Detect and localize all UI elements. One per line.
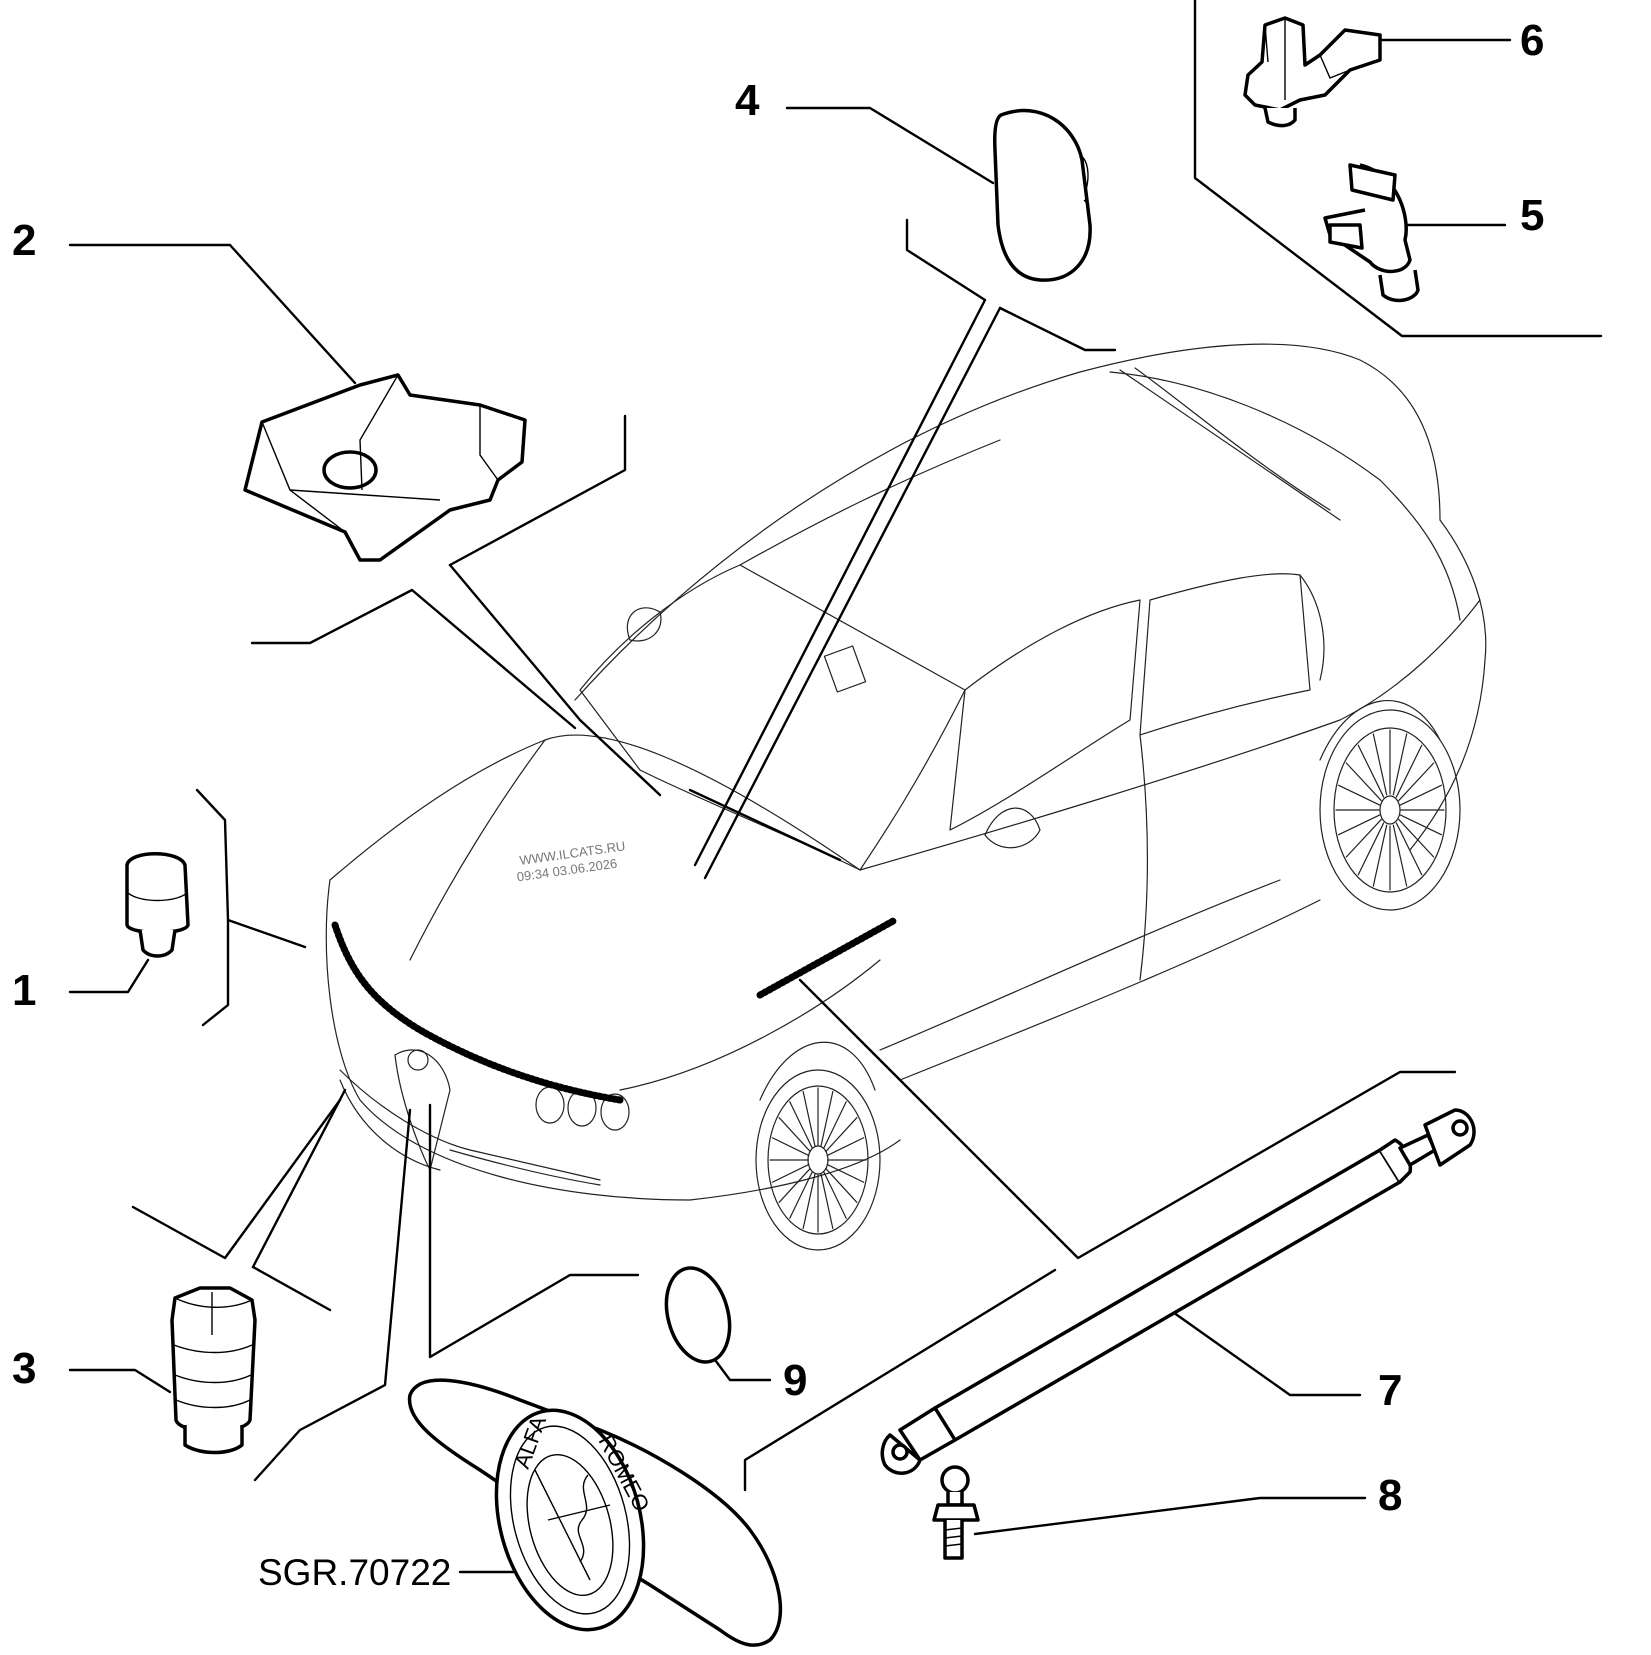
wheel-spoke <box>802 1090 816 1147</box>
wheel-spoke <box>778 1117 811 1153</box>
wheel-spoke <box>778 1167 811 1203</box>
callout-4: 4 <box>735 76 760 125</box>
part-7-gas-strut <box>880 1108 1476 1475</box>
wheel-spoke <box>1345 762 1382 802</box>
wheel-spoke <box>826 1137 865 1157</box>
callout-9: 9 <box>783 1356 807 1405</box>
wheel-spoke <box>1372 733 1388 796</box>
wheel-spoke <box>1392 824 1408 887</box>
wheel-spoke <box>1395 822 1423 876</box>
wheel-spoke <box>823 1101 847 1149</box>
leader-lines <box>68 0 1603 1574</box>
wheel-spoke <box>823 1171 847 1219</box>
callout-3: 3 <box>12 1344 36 1393</box>
wheel-spoke <box>789 1171 813 1219</box>
wheel-spoke <box>826 1163 865 1183</box>
wheel-spoke <box>1392 733 1408 796</box>
callout-8: 8 <box>1378 1471 1402 1520</box>
wheel-spoke <box>1398 818 1435 858</box>
wheel-spoke <box>789 1101 813 1149</box>
part-8-ball-stud <box>932 1465 980 1560</box>
wheel-spoke <box>820 1173 834 1230</box>
part-4-oval-plug <box>993 108 1092 282</box>
wheel-spoke <box>1357 744 1385 798</box>
callout-2: 2 <box>12 216 36 265</box>
wheel-spoke <box>1345 818 1382 858</box>
wheel-spoke <box>825 1117 858 1153</box>
wheel-spoke <box>1399 784 1442 806</box>
part-9-o-ring <box>664 1266 732 1364</box>
callout-7: 7 <box>1378 1366 1402 1415</box>
drawing-code: SGR.70722 <box>258 1552 451 1593</box>
wheel-spoke <box>1338 814 1381 836</box>
wheel-spoke <box>1398 762 1435 802</box>
wheel-spoke <box>1357 822 1385 876</box>
part-5-clip <box>1323 163 1420 303</box>
callout-5: 5 <box>1520 191 1544 240</box>
part-6-fastener <box>1243 16 1382 128</box>
wheel-spoke <box>771 1163 810 1183</box>
part-2-insulation-pad <box>243 373 527 562</box>
wheel-spoke <box>1372 824 1388 887</box>
wheel-spoke <box>1395 744 1423 798</box>
part-1-bump-stop <box>125 852 190 958</box>
watermark: WWW.ILCATS.RU 09:34 03.06.2026 <box>516 838 626 884</box>
emblem-sgr70722: ALFA ROMEO <box>407 1378 783 1647</box>
wheel-spoke <box>1338 784 1381 806</box>
wheel-spoke <box>802 1173 816 1230</box>
part-3-hex-stop <box>170 1286 257 1455</box>
callout-6: 6 <box>1520 16 1544 65</box>
wheel-spoke <box>825 1167 858 1203</box>
wheel-spoke <box>820 1090 834 1147</box>
wheel-spoke <box>1399 814 1442 836</box>
callout-labels: 1 2 3 4 5 6 7 8 9 <box>12 16 1544 1520</box>
wheel-spoke <box>771 1137 810 1157</box>
callout-1: 1 <box>12 966 36 1015</box>
car-illustration <box>325 343 1487 1251</box>
